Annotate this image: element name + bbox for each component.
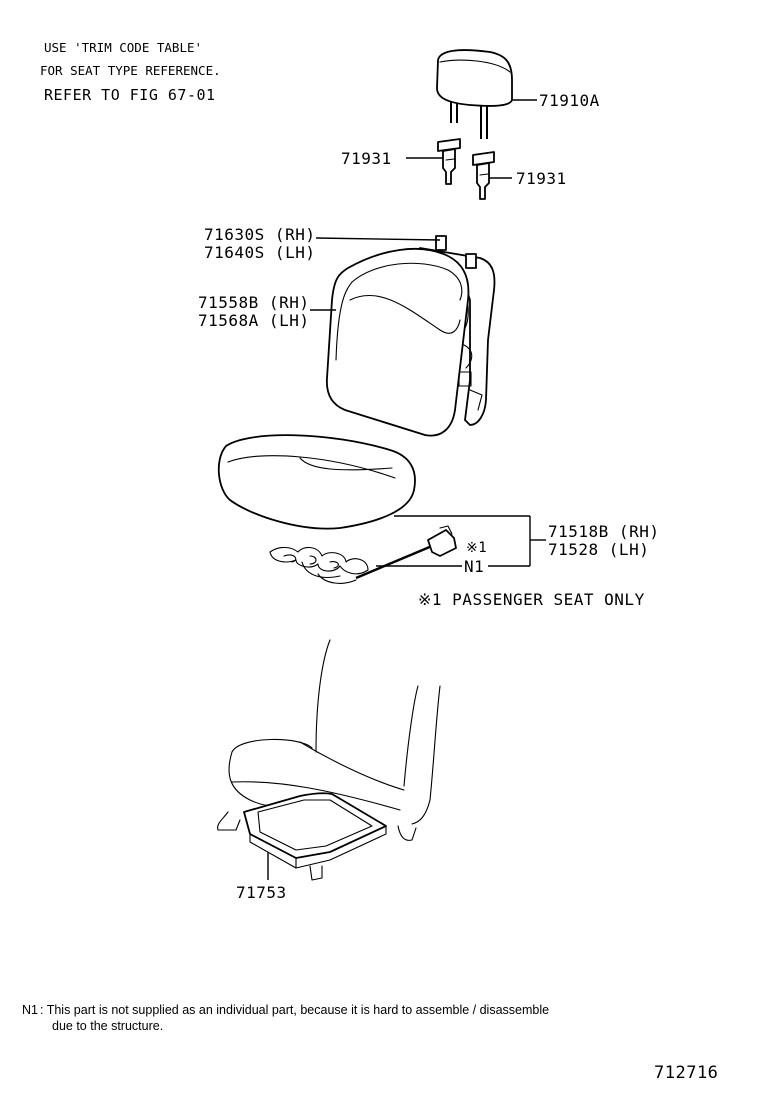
note-trim-code: USE 'TRIM CODE TABLE': [44, 40, 202, 55]
note-refer-fig: REFER TO FIG 67-01: [44, 86, 216, 104]
headrest-drawing: [436, 49, 513, 139]
passenger-seat-note: ※1 PASSENGER SEAT ONLY: [418, 590, 645, 609]
label-sensor-n1: N1: [464, 557, 484, 576]
footnote-key: N1: [22, 1003, 38, 1017]
headrest-support-right-drawing: [472, 151, 495, 200]
label-headrest: 71910A: [539, 91, 600, 110]
leader-frame: [315, 237, 441, 241]
footnote-line1: : This part is not supplied as an indivi…: [40, 1003, 549, 1017]
footnote-line2: due to the structure.: [52, 1019, 163, 1033]
cushion-drawing: [217, 434, 416, 530]
label-back-cover-lh: 71568A (LH): [198, 311, 309, 330]
headrest-support-left-drawing: [437, 138, 461, 185]
label-sensor-mark: ※1: [466, 540, 487, 556]
seatback-frame-drawing: [419, 235, 496, 426]
label-support-left: 71931: [341, 149, 392, 168]
label-frame-rh: 71630S (RH): [204, 225, 315, 244]
seatback-cover-drawing: [325, 247, 470, 437]
label-support-right: 71931: [516, 169, 567, 188]
label-back-cover-rh: 71558B (RH): [198, 293, 309, 312]
label-cushion-lh: 71528 (LH): [548, 540, 649, 559]
label-adjuster: 71753: [236, 883, 287, 902]
seat-adjuster-drawing: [217, 792, 417, 881]
label-frame-lh: 71640S (LH): [204, 243, 315, 262]
note-seat-type: FOR SEAT TYPE REFERENCE.: [40, 63, 221, 78]
figure-number: 712716: [654, 1063, 718, 1083]
label-cushion-rh: 71518B (RH): [548, 522, 659, 541]
occupant-sensor-drawing: [269, 525, 457, 584]
